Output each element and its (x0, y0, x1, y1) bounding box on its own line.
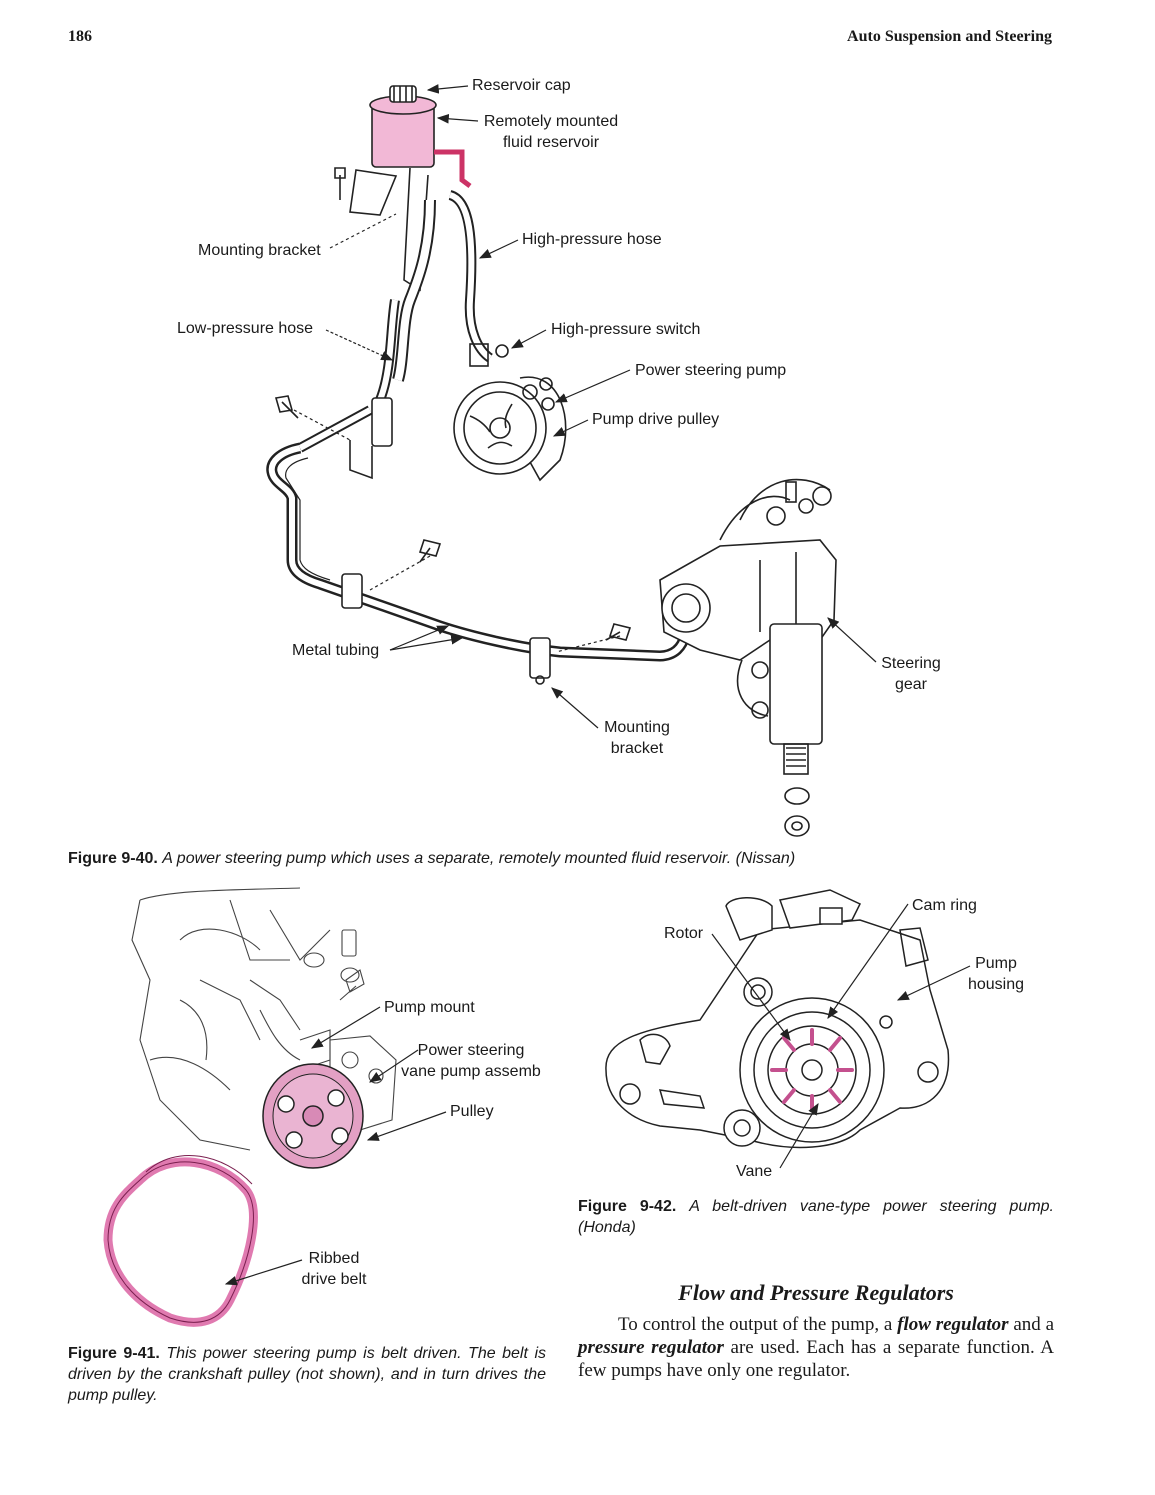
figure-9-42-caption: Figure 9-42. A belt-driven vane-type pow… (578, 1196, 1054, 1238)
label-vane-pump-line1: Power steering (417, 1042, 525, 1059)
steering-gear (659, 478, 837, 837)
para-part-2: and a (1008, 1314, 1054, 1335)
para-part-3: are used. Each has a separate function. … (578, 1337, 1054, 1381)
figure-9-40-illustration (266, 84, 877, 837)
page-number: 186 (68, 28, 92, 45)
figure-9-41-caption-number: Figure 9-41. (68, 1345, 160, 1362)
label-mounting-bracket-bottom: Mounting bracket (592, 717, 682, 759)
pump-pulley (262, 1063, 364, 1169)
label-pump-housing: Pump housing (956, 953, 1036, 995)
power-steering-pump-40 (453, 343, 567, 482)
label-power-steering-pump: Power steering pump (635, 362, 787, 379)
label-vane-pump-assembly: Power steering vane pump assemb (396, 1040, 546, 1082)
figure-9-42-caption-text: A belt-driven vane-type power steering p… (578, 1198, 1054, 1236)
label-pump-housing-line1: Pump (975, 955, 1017, 972)
fluid-reservoir (369, 85, 472, 188)
figure-9-41-caption: Figure 9-41. This power steering pump is… (68, 1343, 546, 1406)
label-mounting-bracket-top: Mounting bracket (198, 242, 321, 259)
label-rotor: Rotor (664, 925, 704, 942)
figure-9-41-illustration (103, 887, 447, 1327)
label-vane: Vane (736, 1163, 773, 1180)
para-part-1: To control the output of the pump, a (618, 1314, 898, 1335)
ribbed-drive-belt (103, 1154, 258, 1327)
label-ribbed-drive-belt: Ribbed drive belt (294, 1248, 374, 1290)
section-paragraph: To control the output of the pump, a flo… (578, 1313, 1054, 1382)
label-low-pressure-hose: Low-pressure hose (177, 320, 314, 337)
label-pump-drive-pulley: Pump drive pulley (592, 411, 720, 428)
figure-9-41-caption-text: This power steering pump is belt driven.… (68, 1345, 546, 1404)
label-high-pressure-switch: High-pressure switch (551, 321, 701, 338)
label-steering-gear: Steering gear (866, 653, 956, 695)
keyword-pressure-regulator: pressure regulator (578, 1337, 724, 1358)
label-vane-pump-line2: vane pump assemb (401, 1063, 541, 1080)
figure-9-42-caption-number: Figure 9-42. (578, 1198, 677, 1215)
label-metal-tubing: Metal tubing (292, 642, 380, 659)
label-reservoir-cap: Reservoir cap (472, 77, 571, 94)
label-mounting-bracket-bottom-line2: bracket (610, 740, 664, 757)
label-mounting-bracket-bottom-line1: Mounting (604, 719, 670, 736)
figure-9-42-illustration (605, 889, 971, 1169)
label-ribbed-belt-line2: drive belt (301, 1271, 367, 1288)
label-steering-gear-line1: Steering (881, 655, 941, 672)
keyword-flow-regulator: flow regulator (897, 1314, 1009, 1335)
label-pump-mount: Pump mount (384, 999, 475, 1016)
label-cam-ring: Cam ring (912, 897, 977, 914)
figure-9-40-caption-text: A power steering pump which uses a separ… (162, 850, 796, 867)
label-pulley: Pulley (450, 1103, 494, 1120)
figure-9-40-caption: Figure 9-40. A power steering pump which… (68, 848, 1058, 869)
figure-9-40-caption-number: Figure 9-40. (68, 850, 158, 867)
section-heading: Flow and Pressure Regulators (678, 1280, 954, 1305)
label-remote-reservoir-line2: fluid reservoir (502, 134, 600, 151)
label-pump-housing-line2: housing (967, 976, 1025, 993)
label-high-pressure-hose: High-pressure hose (522, 231, 662, 248)
vanes (770, 1028, 854, 1112)
running-header-title: Auto Suspension and Steering (847, 28, 1052, 45)
label-remote-reservoir-line1: Remotely mounted (483, 113, 619, 130)
label-ribbed-belt-line1: Ribbed (308, 1250, 360, 1267)
label-steering-gear-line2: gear (894, 676, 928, 693)
label-remote-reservoir: Remotely mounted fluid reservoir (476, 111, 626, 153)
